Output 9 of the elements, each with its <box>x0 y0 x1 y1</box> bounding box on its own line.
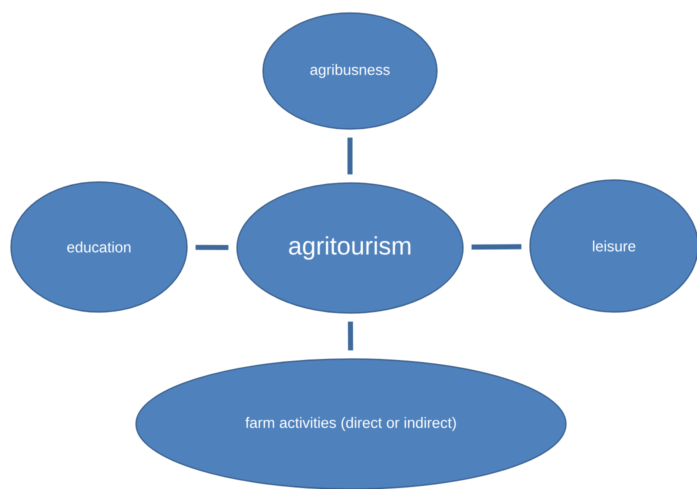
ellipse-node: agribusness <box>262 12 438 130</box>
ellipse-node: farm activities (direct or indirect) <box>135 358 567 489</box>
connector-line <box>347 138 353 174</box>
ellipse-node: education <box>10 181 188 313</box>
connector-line <box>472 244 522 250</box>
ellipse-node: agritourism <box>236 182 464 314</box>
ellipse-node: leisure <box>529 179 697 313</box>
connector-line <box>348 322 354 350</box>
connector-line <box>196 244 228 250</box>
